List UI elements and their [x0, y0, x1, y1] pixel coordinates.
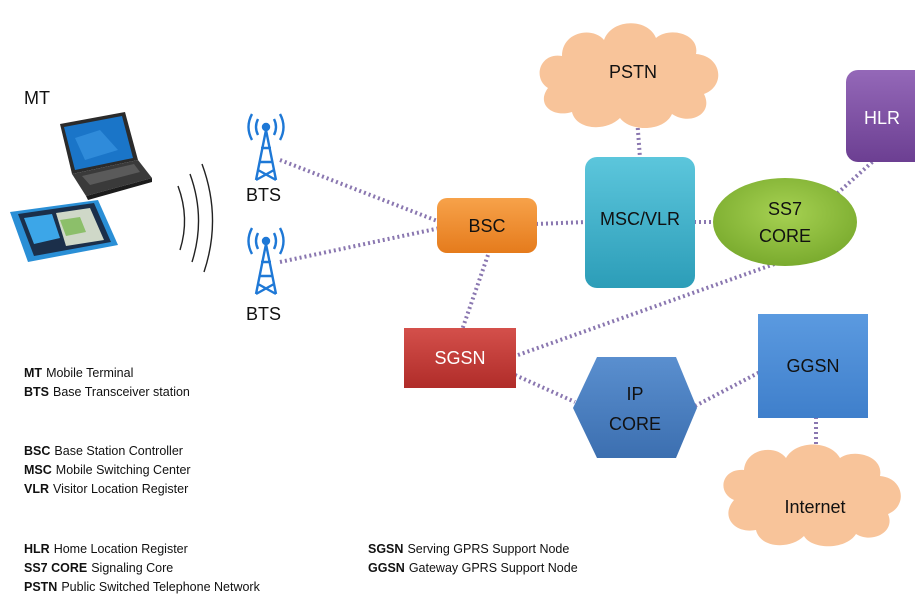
- link-sgsn-ipcore: [514, 373, 576, 404]
- link-bsc-msc: [535, 220, 587, 226]
- tablet-icon: [10, 200, 118, 262]
- bts-bottom-label: BTS: [246, 304, 281, 324]
- ss7-label-line2: CORE: [759, 226, 811, 246]
- ss7-label-line1: SS7: [768, 199, 802, 219]
- hlr-label: HLR: [864, 108, 900, 128]
- mt-label: MT: [24, 88, 50, 108]
- links: [279, 117, 882, 462]
- link-sgsn-ss7: [517, 260, 781, 357]
- link-bsc-sgsn: [460, 254, 490, 331]
- bts-top-label: BTS: [246, 185, 281, 205]
- link-ipcore-ggsn: [694, 370, 761, 408]
- internet-label: Internet: [784, 497, 845, 517]
- laptop-icon: [60, 112, 152, 200]
- msc-vlr-node: MSC/VLR: [585, 157, 695, 288]
- bsc-node: BSC: [437, 198, 537, 253]
- bsc-label: BSC: [468, 216, 505, 236]
- radio-waves-icon: [177, 163, 214, 273]
- ip-core-node: IP CORE: [573, 357, 697, 458]
- ss7-core-node: SS7 CORE: [713, 178, 857, 266]
- ggsn-node: GGSN: [758, 314, 868, 418]
- sgsn-node: SGSN: [404, 328, 516, 388]
- bts-bottom-tower-icon: [247, 227, 285, 296]
- bts-top-tower-icon: [247, 113, 285, 182]
- ip-core-label-line2: CORE: [609, 414, 661, 434]
- pstn-label: PSTN: [609, 62, 657, 82]
- internet-cloud-node: Internet: [723, 444, 901, 547]
- msc-vlr-label: MSC/VLR: [600, 209, 680, 229]
- link-bts-top-bsc: [279, 158, 441, 224]
- ggsn-label: GGSN: [786, 356, 839, 376]
- pstn-cloud-node: PSTN: [539, 23, 719, 129]
- hlr-node: HLR: [846, 70, 915, 162]
- link-bts-bottom-bsc: [279, 226, 441, 264]
- ip-core-label-line1: IP: [626, 384, 643, 404]
- sgsn-label: SGSN: [434, 348, 485, 368]
